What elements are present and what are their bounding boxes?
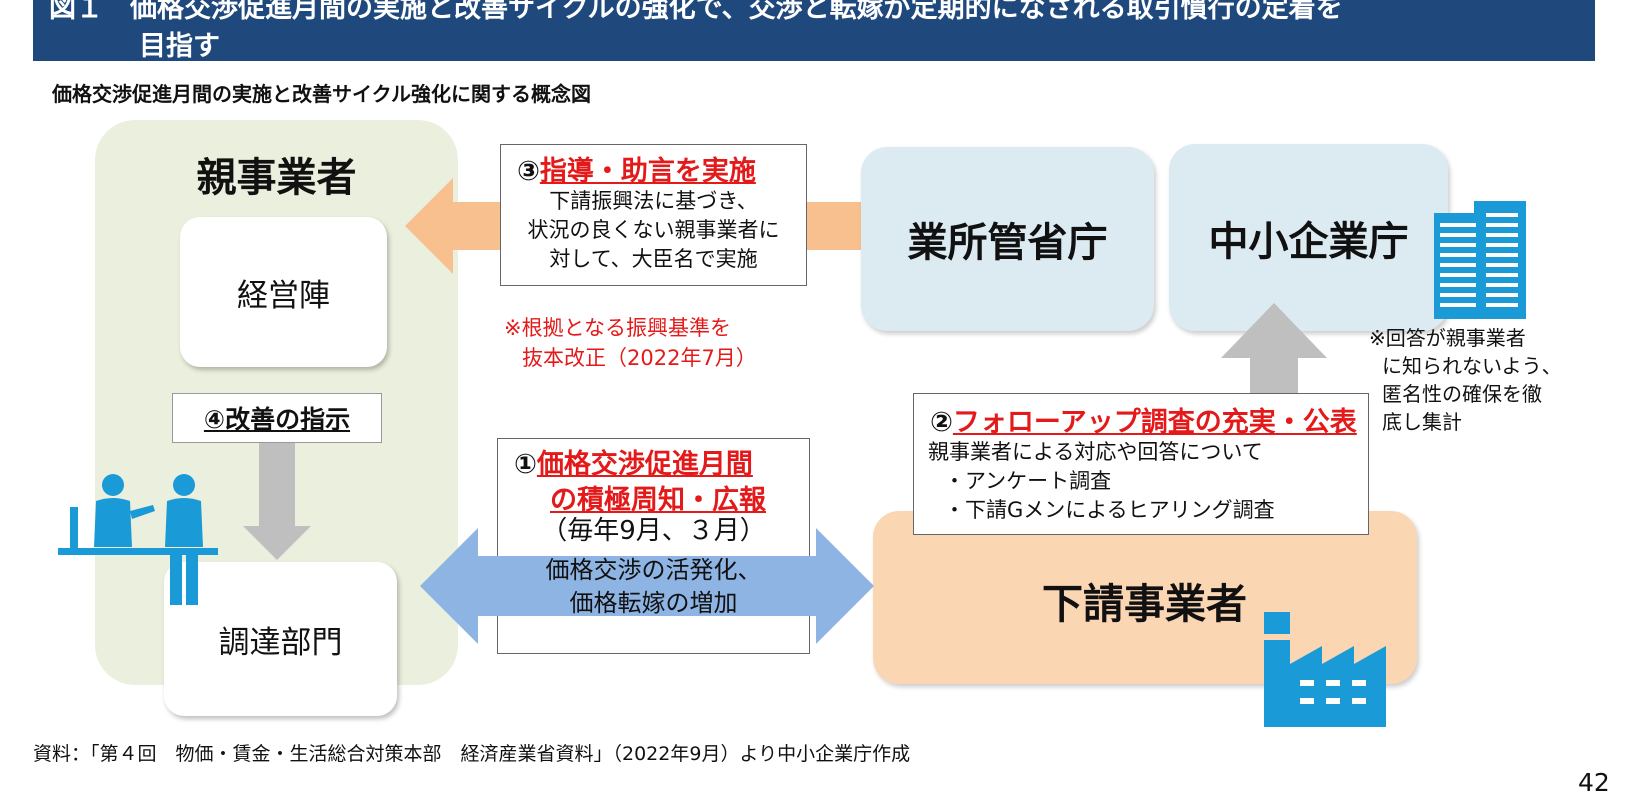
- guidance-line-3: 対して、大臣名で実施: [549, 247, 758, 271]
- followup-number: ②: [930, 407, 953, 438]
- anonymity-note-line-2: に知られないよう、: [1382, 354, 1562, 378]
- revision-note-line-1: ※根拠となる振興基準を: [504, 316, 731, 340]
- improvement-instruction-label: ④改善の指示: [172, 393, 382, 443]
- promotion-number: ①: [514, 449, 537, 480]
- people-at-desk-icon: [58, 474, 218, 605]
- procurement-card: 調達部門: [164, 562, 397, 716]
- followup-survey-box: ②フォローアップ調査の充実・公表 親事業者による対応や回答について ・アンケート…: [913, 393, 1369, 535]
- promotion-effect-1: 価格交渉の活発化、: [545, 556, 762, 584]
- subcontractor-card: [873, 511, 1417, 684]
- report-up-arrow: [1221, 303, 1327, 403]
- management-card: 経営陣: [180, 217, 387, 367]
- promotion-month-box: ①価格交渉促進月間 の積極周知・広報: [497, 438, 810, 654]
- followup-line-3: ・下請Gメンによるヒアリング調査: [944, 498, 1275, 522]
- header-title-line1: 図１ 価格交渉促進月間の実施と改善サイクルの強化で、交渉と転嫁が定期的になされる…: [49, 0, 1343, 24]
- source-note: 資料：「第４回 物価・賃金・生活総合対策本部 経済産業省資料」（2022年9月）…: [33, 743, 911, 765]
- promotion-title-2: の積極周知・広報: [550, 485, 766, 516]
- anonymity-note: ※回答が親事業者 に知られないよう、 匿名性の確保を徹 底し集計: [1369, 324, 1562, 436]
- guidance-title: 指導・助言を実施: [539, 156, 756, 187]
- anonymity-note-line-3: 匿名性の確保を徹: [1382, 382, 1542, 406]
- diagram-subtitle: 価格交渉促進月間の実施と改善サイクル強化に関する概念図: [52, 82, 591, 106]
- promotion-effects: 価格交渉の活発化、 価格転嫁の増加: [497, 554, 810, 620]
- followup-title: フォローアップ調査の充実・公表: [952, 407, 1357, 438]
- followup-line-2: ・アンケート調査: [944, 469, 1112, 493]
- parent-company-title: 親事業者: [196, 155, 357, 201]
- guidance-number: ③: [517, 156, 540, 187]
- ministry-card: 業所管省庁: [861, 147, 1154, 331]
- revision-note-line-2: 抜本改正（2022年7月）: [522, 346, 757, 370]
- instruction-down-arrow: [243, 440, 311, 560]
- promotion-title-1: 価格交渉促進月間: [536, 449, 753, 480]
- guidance-box: ③指導・助言を実施 下請振興法に基づき、 状況の良くない親事業者に 対して、大臣…: [500, 144, 807, 286]
- anonymity-note-line-1: ※回答が親事業者: [1369, 326, 1526, 350]
- header-banner: 図１ 価格交渉促進月間の実施と改善サイクルの強化で、交渉と転嫁が定期的になされる…: [33, 0, 1595, 62]
- page-number: 42: [1578, 768, 1610, 797]
- negotiation-double-arrow: [420, 528, 874, 644]
- anonymity-note-line-4: 底し集計: [1382, 410, 1462, 434]
- promotion-effect-2: 価格転嫁の増加: [569, 589, 738, 617]
- office-building-icon: [1434, 201, 1526, 319]
- subcontractor-label: 下請事業者: [1042, 580, 1247, 628]
- guidance-line-1: 下請振興法に基づき、: [549, 189, 758, 213]
- factory-icon: [1264, 612, 1386, 727]
- guidance-line-2: 状況の良くない親事業者に: [527, 218, 780, 242]
- sme-agency-card: 中小企業庁: [1169, 144, 1448, 331]
- revision-note: ※根拠となる振興基準を 抜本改正（2022年7月）: [504, 313, 757, 373]
- header-title-line2: 目指す: [139, 31, 220, 62]
- promotion-period: （毎年9月、３月）: [541, 516, 766, 546]
- followup-line-1: 親事業者による対応や回答について: [928, 440, 1263, 464]
